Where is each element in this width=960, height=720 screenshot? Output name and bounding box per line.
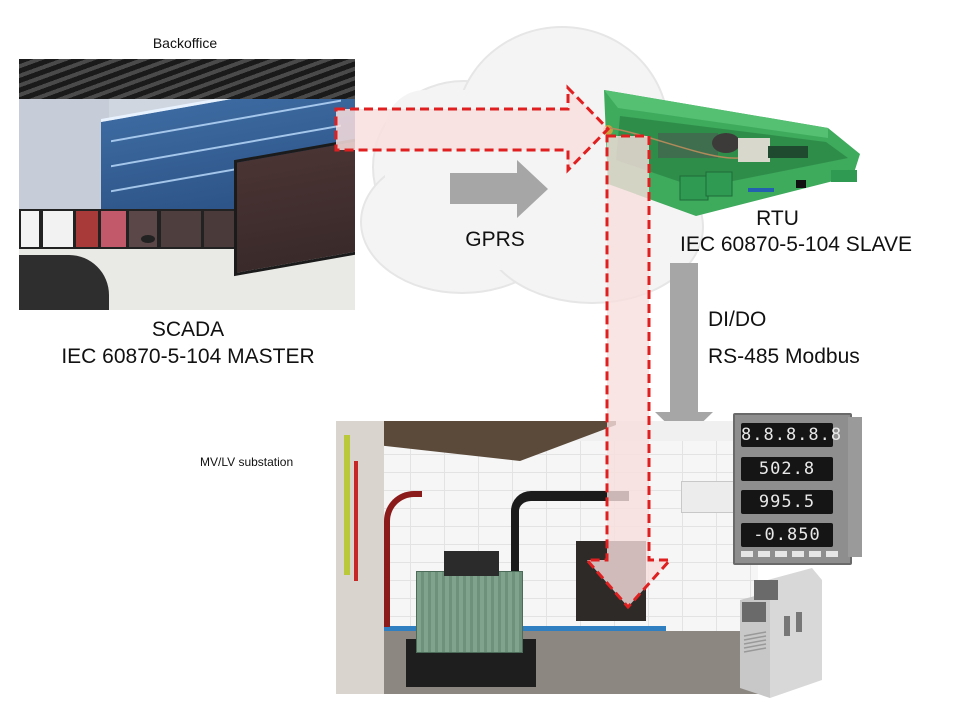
dido-label: DI/DO	[708, 308, 767, 331]
din-rail-io-module-image	[740, 568, 822, 698]
gprs-direction-arrow-icon	[450, 160, 548, 218]
backoffice-label: Backoffice	[152, 35, 218, 51]
dido-direction-arrow-icon	[655, 263, 713, 440]
power-meter-device: 8.8.8.8.8 502.8 995.5 -0.850	[733, 413, 862, 565]
scada-subtitle: IEC 60870-5-104 MASTER	[61, 345, 315, 368]
substation-label: MV/LV substation	[200, 455, 294, 469]
scada-control-room-photo	[19, 59, 355, 310]
rtu-device-image	[603, 90, 860, 216]
rtu-title: RTU	[756, 207, 799, 230]
meter-display-row-3: 995.5	[741, 490, 833, 514]
rtu-subtitle: IEC 60870-5-104 SLAVE	[680, 233, 912, 256]
meter-display-row-1: 8.8.8.8.8	[741, 423, 843, 447]
modbus-label: RS-485 Modbus	[708, 345, 860, 368]
meter-display-row-2: 502.8	[741, 457, 833, 481]
substation-photo	[336, 421, 758, 694]
gprs-label: GPRS	[465, 228, 525, 251]
scada-title: SCADA	[151, 318, 225, 341]
meter-display-row-4: -0.850	[741, 523, 833, 547]
